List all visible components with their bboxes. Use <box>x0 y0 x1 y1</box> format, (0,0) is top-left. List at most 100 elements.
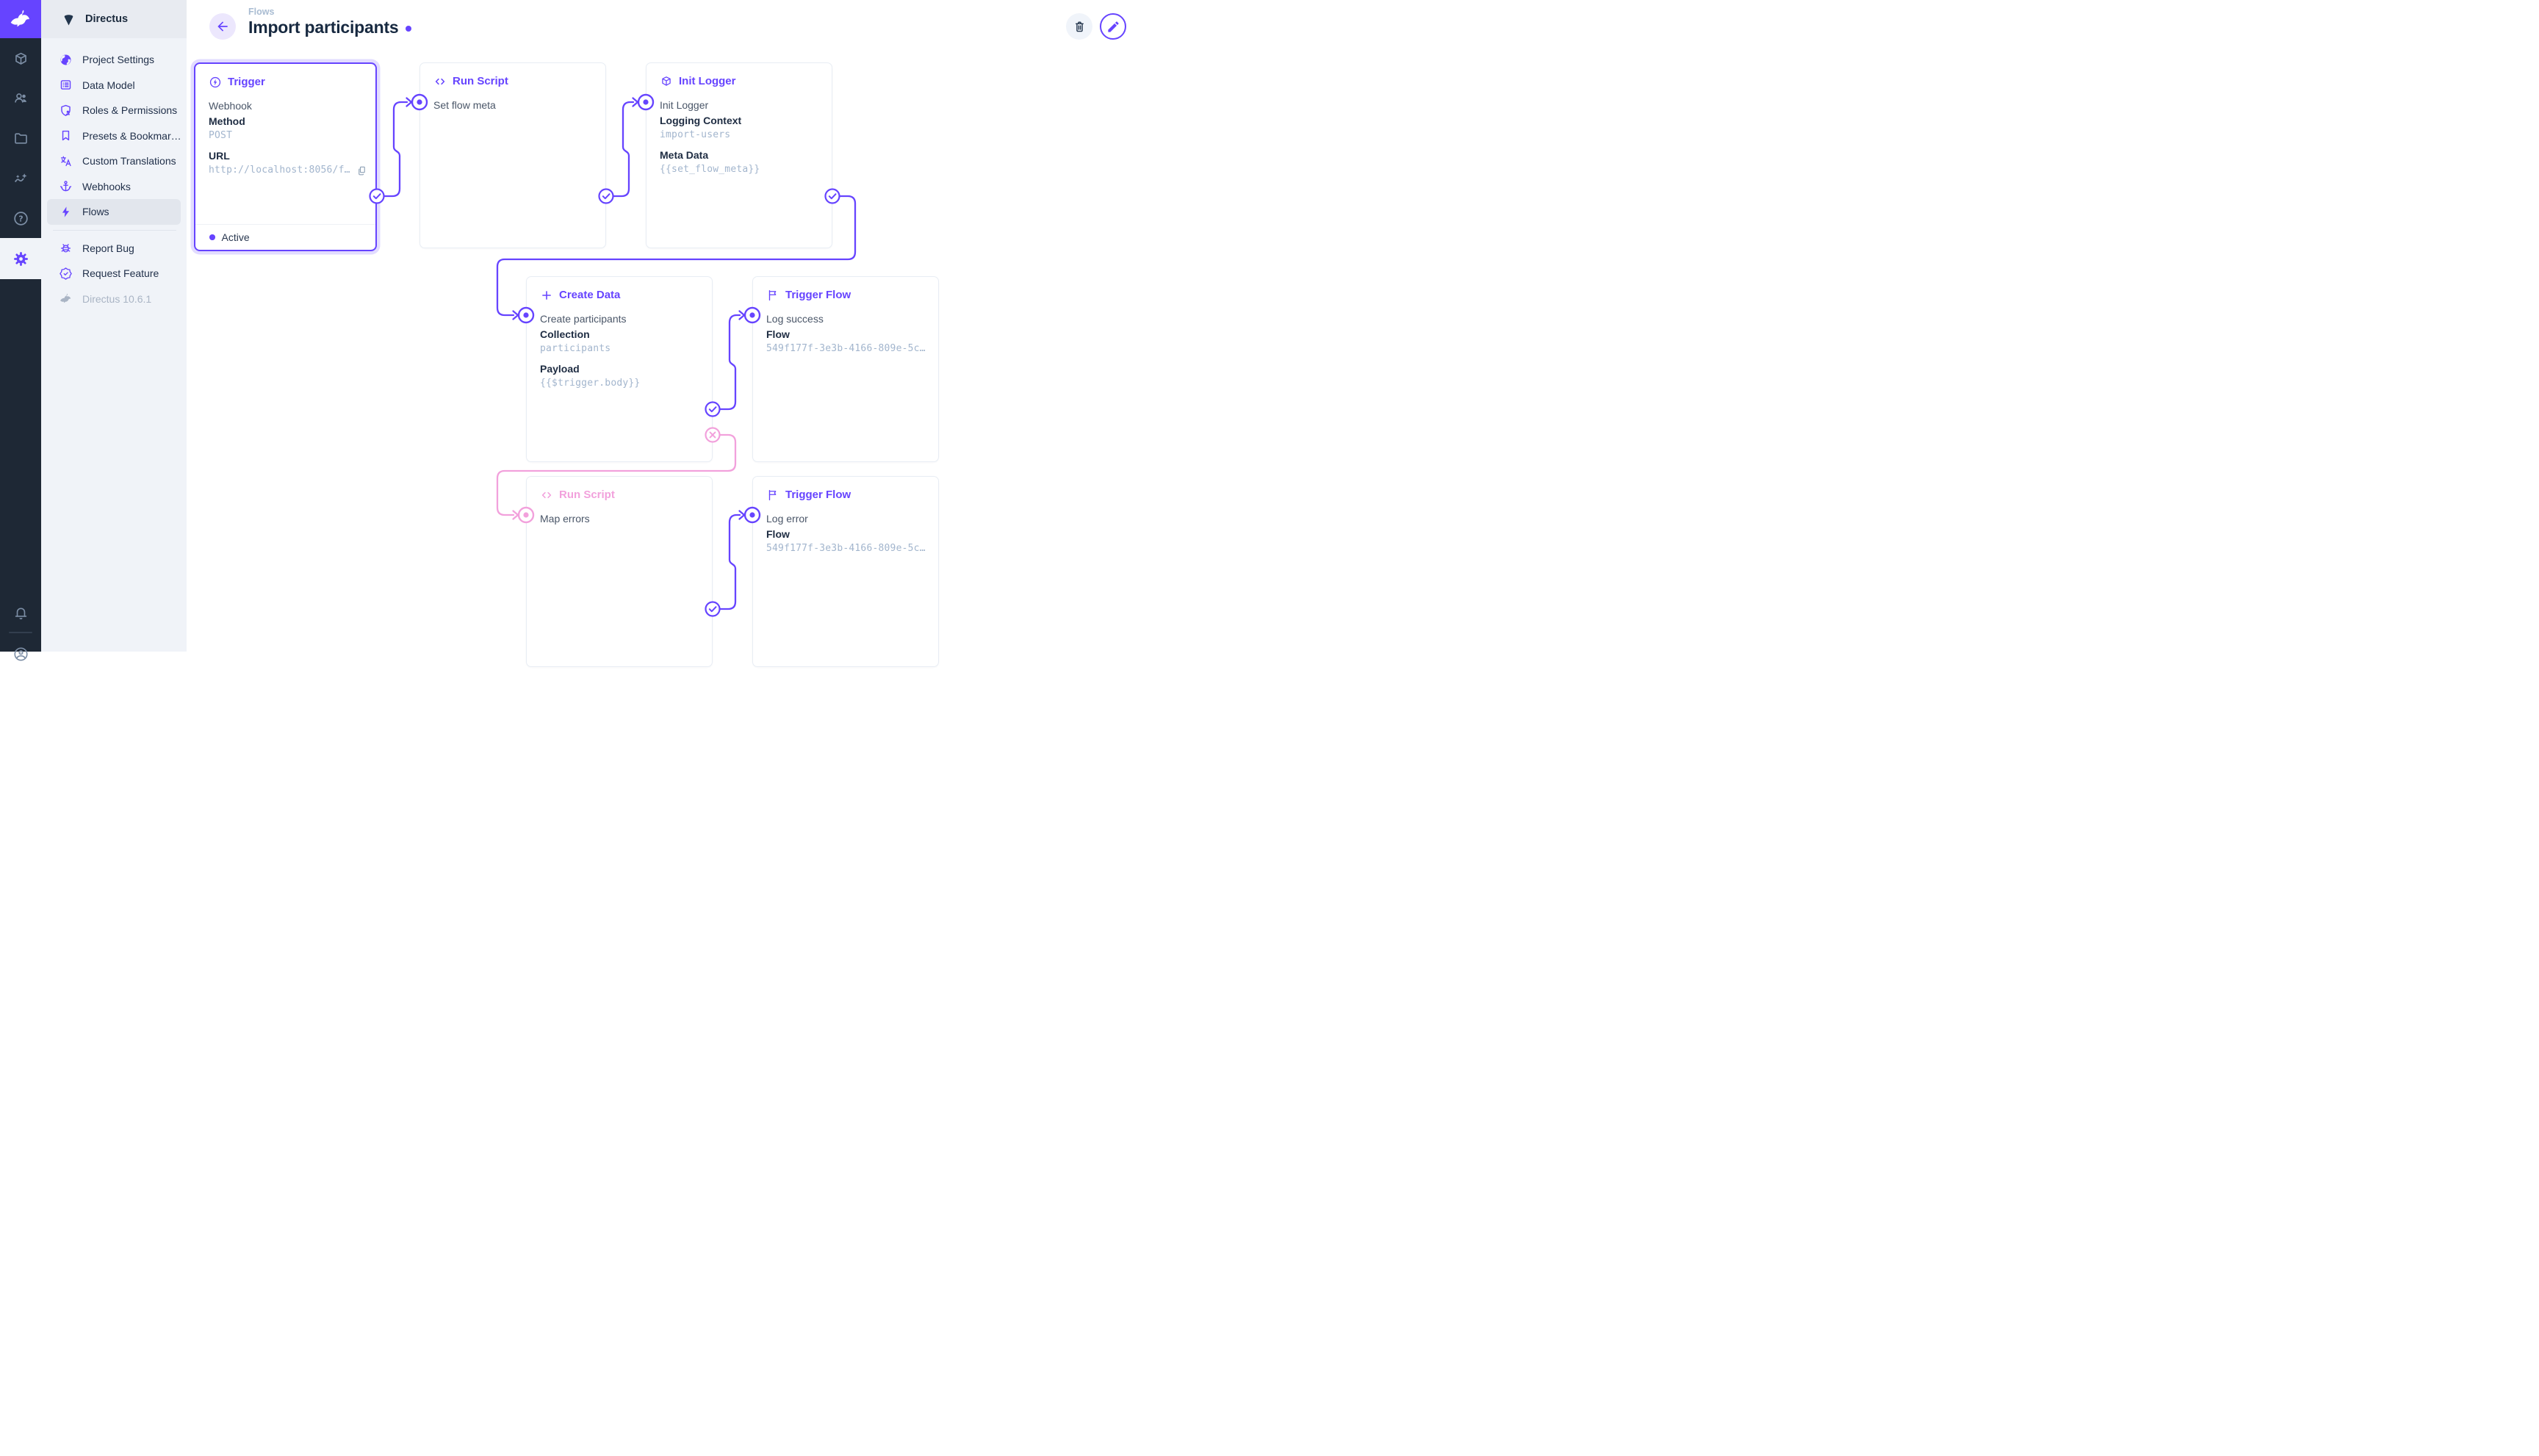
node-type-label: Trigger Flow <box>785 289 851 301</box>
sidebar-item-label: Data Model <box>82 79 135 91</box>
node-type-label: Create Data <box>559 289 621 301</box>
module-help-button[interactable] <box>0 201 41 236</box>
cube-icon <box>12 51 29 68</box>
sidebar-item-custom-translations[interactable]: Custom Translations <box>47 148 181 174</box>
status-dot <box>209 234 215 240</box>
node-init-logger[interactable]: Init Logger Init Logger Logging Context … <box>646 62 832 248</box>
node-type-label: Run Script <box>453 75 508 87</box>
field-label: Flow <box>766 328 790 340</box>
operation-name: Map errors <box>540 513 590 525</box>
field-label: Payload <box>540 362 580 375</box>
sidebar-item-version: Directus 10.6.1 <box>47 286 181 312</box>
shield-user-icon <box>59 104 73 118</box>
badge-check-icon <box>59 267 73 281</box>
page-title: Import participants <box>248 18 399 37</box>
sidebar-item-presets-bookmarks[interactable]: Presets & Bookmar… <box>47 123 181 149</box>
plus-icon <box>540 289 553 302</box>
bug-icon <box>59 241 73 255</box>
sidebar-divider <box>53 229 176 231</box>
package-icon <box>660 75 673 88</box>
field-label: Collection <box>540 328 590 340</box>
settings-sidebar: Directus Project Settings Data Model Rol… <box>41 0 187 652</box>
sidebar-item-flows[interactable]: Flows <box>47 199 181 225</box>
module-collections-button[interactable] <box>0 41 41 76</box>
flag-icon <box>766 289 779 302</box>
field-label: Method <box>209 115 245 127</box>
node-trigger-flow-log-error[interactable]: Trigger Flow Log error Flow 549f177f-3e3… <box>752 476 939 667</box>
bolt-circle-icon <box>209 76 222 89</box>
node-create-data[interactable]: Create Data Create participants Collecti… <box>526 276 713 462</box>
account-circle-icon <box>12 646 29 663</box>
field-value: 549f177f-3e3b-4166-809e-5c… <box>766 543 926 554</box>
account-button[interactable] <box>0 636 41 671</box>
operation-name: Log error <box>766 513 808 525</box>
module-files-button[interactable] <box>0 120 41 156</box>
notifications-button[interactable] <box>0 596 41 631</box>
sidebar-item-label: Project Settings <box>82 54 155 66</box>
node-run-script-map-errors[interactable]: Run Script Map errors <box>526 476 713 667</box>
sidebar-item-label: Request Feature <box>82 267 159 280</box>
sidebar-item-project-settings[interactable]: Project Settings <box>47 47 181 73</box>
sidebar-nav: Project Settings Data Model Roles & Perm… <box>41 38 187 311</box>
module-users-button[interactable] <box>0 80 41 115</box>
sidebar-item-label: Flows <box>82 206 109 218</box>
users-icon <box>12 90 29 107</box>
breadcrumb[interactable]: Flows <box>248 7 275 17</box>
help-icon <box>12 210 29 227</box>
field-label: Flow <box>766 527 790 540</box>
field-label: Logging Context <box>660 114 742 126</box>
directus-rabbit-icon <box>8 7 33 32</box>
flag-icon <box>766 489 779 502</box>
directus-logo-tile[interactable] <box>0 0 41 38</box>
bolt-icon <box>59 205 73 219</box>
bell-icon <box>12 605 29 622</box>
field-value: import-users <box>660 129 731 140</box>
rabbit-icon <box>59 292 73 306</box>
delete-flow-button[interactable] <box>1066 13 1092 40</box>
sidebar-item-webhooks[interactable]: Webhooks <box>47 174 181 200</box>
trash-icon <box>1073 20 1087 34</box>
code-icon <box>540 489 553 502</box>
webhook-url: http://localhost:8056/f… <box>209 165 350 176</box>
sidebar-item-report-bug[interactable]: Report Bug <box>47 236 181 262</box>
operation-name: Init Logger <box>660 99 709 111</box>
rail-divider <box>9 632 32 633</box>
sidebar-item-data-model[interactable]: Data Model <box>47 73 181 98</box>
sidebar-item-roles-permissions[interactable]: Roles & Permissions <box>47 98 181 123</box>
sidebar-item-label: Custom Translations <box>82 155 176 167</box>
node-run-script-set-flow-meta[interactable]: Run Script Set flow meta <box>419 62 606 248</box>
status-badge: Active <box>221 231 250 243</box>
field-value: POST <box>209 130 233 141</box>
operation-name: Create participants <box>540 313 627 325</box>
edit-flow-button[interactable] <box>1100 13 1126 40</box>
module-insights-button[interactable] <box>0 161 41 196</box>
field-value: {{$trigger.body}} <box>540 378 641 389</box>
project-icon <box>61 12 76 27</box>
node-type-label: Trigger <box>228 76 265 88</box>
translate-icon <box>59 154 73 168</box>
globe-icon <box>59 53 73 67</box>
node-type-label: Init Logger <box>679 75 736 87</box>
title-block: Flows Import participants <box>248 7 411 37</box>
project-chooser[interactable]: Directus <box>41 0 187 38</box>
sidebar-item-label: Report Bug <box>82 242 134 254</box>
field-label: Meta Data <box>660 148 709 161</box>
field-value: 549f177f-3e3b-4166-809e-5c… <box>766 343 926 354</box>
copy-icon[interactable] <box>356 165 367 176</box>
node-trigger-flow-log-success[interactable]: Trigger Flow Log success Flow 549f177f-3… <box>752 276 939 462</box>
bookmark-icon <box>59 129 73 143</box>
folder-icon <box>12 130 29 147</box>
arrow-left-icon <box>215 19 230 34</box>
module-settings-button[interactable] <box>0 241 41 276</box>
sidebar-item-request-feature[interactable]: Request Feature <box>47 261 181 286</box>
module-bar <box>0 0 41 652</box>
insights-icon <box>12 170 29 187</box>
data-model-icon <box>59 78 73 92</box>
page-header: Flows Import participants <box>187 0 1137 54</box>
anchor-icon <box>59 179 73 193</box>
node-trigger[interactable]: Trigger Webhook Method POST URL http://l… <box>194 62 377 251</box>
back-button[interactable] <box>209 13 236 40</box>
sidebar-item-label: Roles & Permissions <box>82 104 178 117</box>
code-icon <box>433 75 447 88</box>
project-name: Directus <box>85 13 129 25</box>
